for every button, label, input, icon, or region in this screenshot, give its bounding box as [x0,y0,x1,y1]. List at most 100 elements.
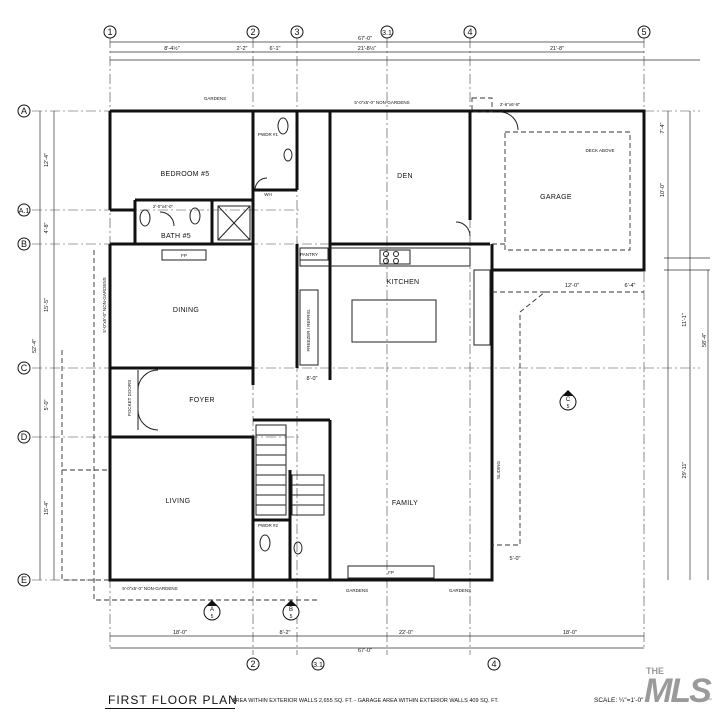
logo-prefix: THE [646,666,664,676]
dim-right-total: 58'-4" [702,333,708,347]
fireplace-dining [161,249,207,261]
grid-bubble-B: B [17,237,31,251]
room-label-kitchen: KITCHEN [387,279,420,286]
dashed-outlines [61,97,644,601]
note-gardens-family-1: GARDENS [346,588,368,593]
note-window-bath: 2'-0"x4'-0" [153,204,174,209]
room-label-dining: DINING [173,307,199,314]
note-sliding: SLIDING [496,461,501,480]
label-fp-family: FP [388,570,394,575]
note-gardens-family-2: GARDENS [449,588,471,593]
dim-right-4: 29'-11" [682,462,688,479]
grid-bubble-1: 1 [103,25,117,39]
room-label-den: DEN [397,173,413,180]
label-water-heater: WH [264,192,272,197]
grid-bubble-3-1-bottom: 3.1 [311,657,325,671]
svg-text:5: 5 [567,404,570,410]
svg-text:A: A [21,106,27,116]
grid-bubble-3: 3 [290,25,304,39]
svg-text:3.1: 3.1 [382,30,392,37]
title-underline [105,708,235,709]
grid-bubble-A: A [17,104,31,118]
dim-right-3: 11'-1" [682,313,688,327]
svg-text:D: D [21,432,28,442]
dim-top-5: 21'-8" [550,46,564,52]
svg-text:B: B [289,607,293,613]
grid-bubble-2-bottom: 2 [246,657,260,671]
walls [108,109,646,582]
section-marker-a: A 5 [203,600,221,621]
svg-text:A: A [210,607,214,613]
dim-misc-2: 5'-0" [510,556,521,562]
room-label-deck: DECK ABOVE [585,148,614,153]
dim-right-1: 7'-4" [660,122,666,133]
dim-right-2: 10'-0" [660,183,666,197]
svg-text:C: C [21,363,28,373]
note-pocket-doors: POCKET DOORS [127,380,132,416]
grid-bubble-A1: A.1 [17,203,31,217]
dim-left-1: 12'-4" [44,153,50,167]
drawing-title: FIRST FLOOR PLAN [108,693,238,707]
bath-fixtures [139,117,303,555]
room-label-powder-1: PWDR #1 [258,132,279,137]
doors [137,111,519,431]
section-marker-b: B 5 [282,600,300,621]
mls-logo: THE MLS ™ [640,662,720,710]
room-label-living: LIVING [166,498,191,505]
dim-left-4: 5'-0" [44,399,50,410]
svg-text:C: C [566,397,571,403]
room-label-powder-2: PWDR #2 [258,523,279,528]
svg-text:4: 4 [467,27,472,37]
room-label-bath: BATH #5 [161,233,191,240]
grid-bubble-3-1: 3.1 [380,25,394,39]
grid-bubble-C: C [17,361,31,375]
scale-label: SCALE: ¼"=1'-0" [594,697,644,704]
dim-bottom-overall: 67'-0" [358,648,372,654]
stairs [255,424,325,516]
note-door-garage: 2'-6"x6'-8" [500,102,521,107]
dim-top-1: 8'-4½" [164,45,180,52]
svg-text:5: 5 [641,27,646,37]
svg-text:2: 2 [250,659,255,669]
svg-text:2: 2 [250,27,255,37]
svg-text:B: B [21,239,27,249]
label-fridge: FREEZER / REFRIG. [306,308,311,351]
dim-left-3: 15'-5" [44,298,50,312]
grid-bubble-5: 5 [637,25,651,39]
dim-bottom-4: 18'-0" [563,630,577,636]
svg-text:A.1: A.1 [19,208,30,215]
svg-text:1: 1 [107,27,112,37]
dim-misc-3: 8'-0" [307,376,318,382]
area-note: AREA WITHIN EXTERIOR WALLS 2,655 SQ. FT.… [232,698,499,704]
note-window-dining: 5'-0"x5'-0" NON-GARDENS [102,277,107,332]
label-fp-dining: FP [181,253,187,258]
label-pantry: PANTRY [300,252,318,257]
dim-bottom-1: 18'-0" [173,630,187,636]
section-marker-c: C 5 [559,390,577,411]
room-label-family: FAMILY [392,500,418,507]
svg-text:5: 5 [290,614,293,620]
svg-text:E: E [21,575,27,585]
dim-bottom-3: 22'-0" [399,630,413,636]
grid-bubble-E: E [17,573,31,587]
grid-bubble-D: D [17,430,31,444]
grid-bubble-4: 4 [463,25,477,39]
note-window-den: 5'-0"x5'-0" NON-GARDENS [354,100,409,105]
svg-text:3: 3 [294,27,299,37]
dim-top-3: 6'-1" [270,46,281,52]
svg-text:5: 5 [211,614,214,620]
dim-top-4: 21'-8½" [358,45,377,52]
note-gardens-bedroom: GARDENS [204,96,226,101]
grid-bubble-4-bottom: 4 [487,657,501,671]
dim-left-total: 52'-4" [32,339,38,353]
dim-misc-1: 12'-0" [565,283,579,289]
dim-top-2: 2'-2" [237,46,248,52]
dimension-lines [39,41,710,649]
dim-left-5: 15'-4" [44,501,50,515]
logo-trademark: ™ [706,698,712,704]
room-label-garage: GARAGE [540,194,572,201]
fireplace-family [347,565,435,579]
dim-left-2: 4'-8" [44,222,50,233]
dim-top-overall: 67'-0" [358,36,372,42]
